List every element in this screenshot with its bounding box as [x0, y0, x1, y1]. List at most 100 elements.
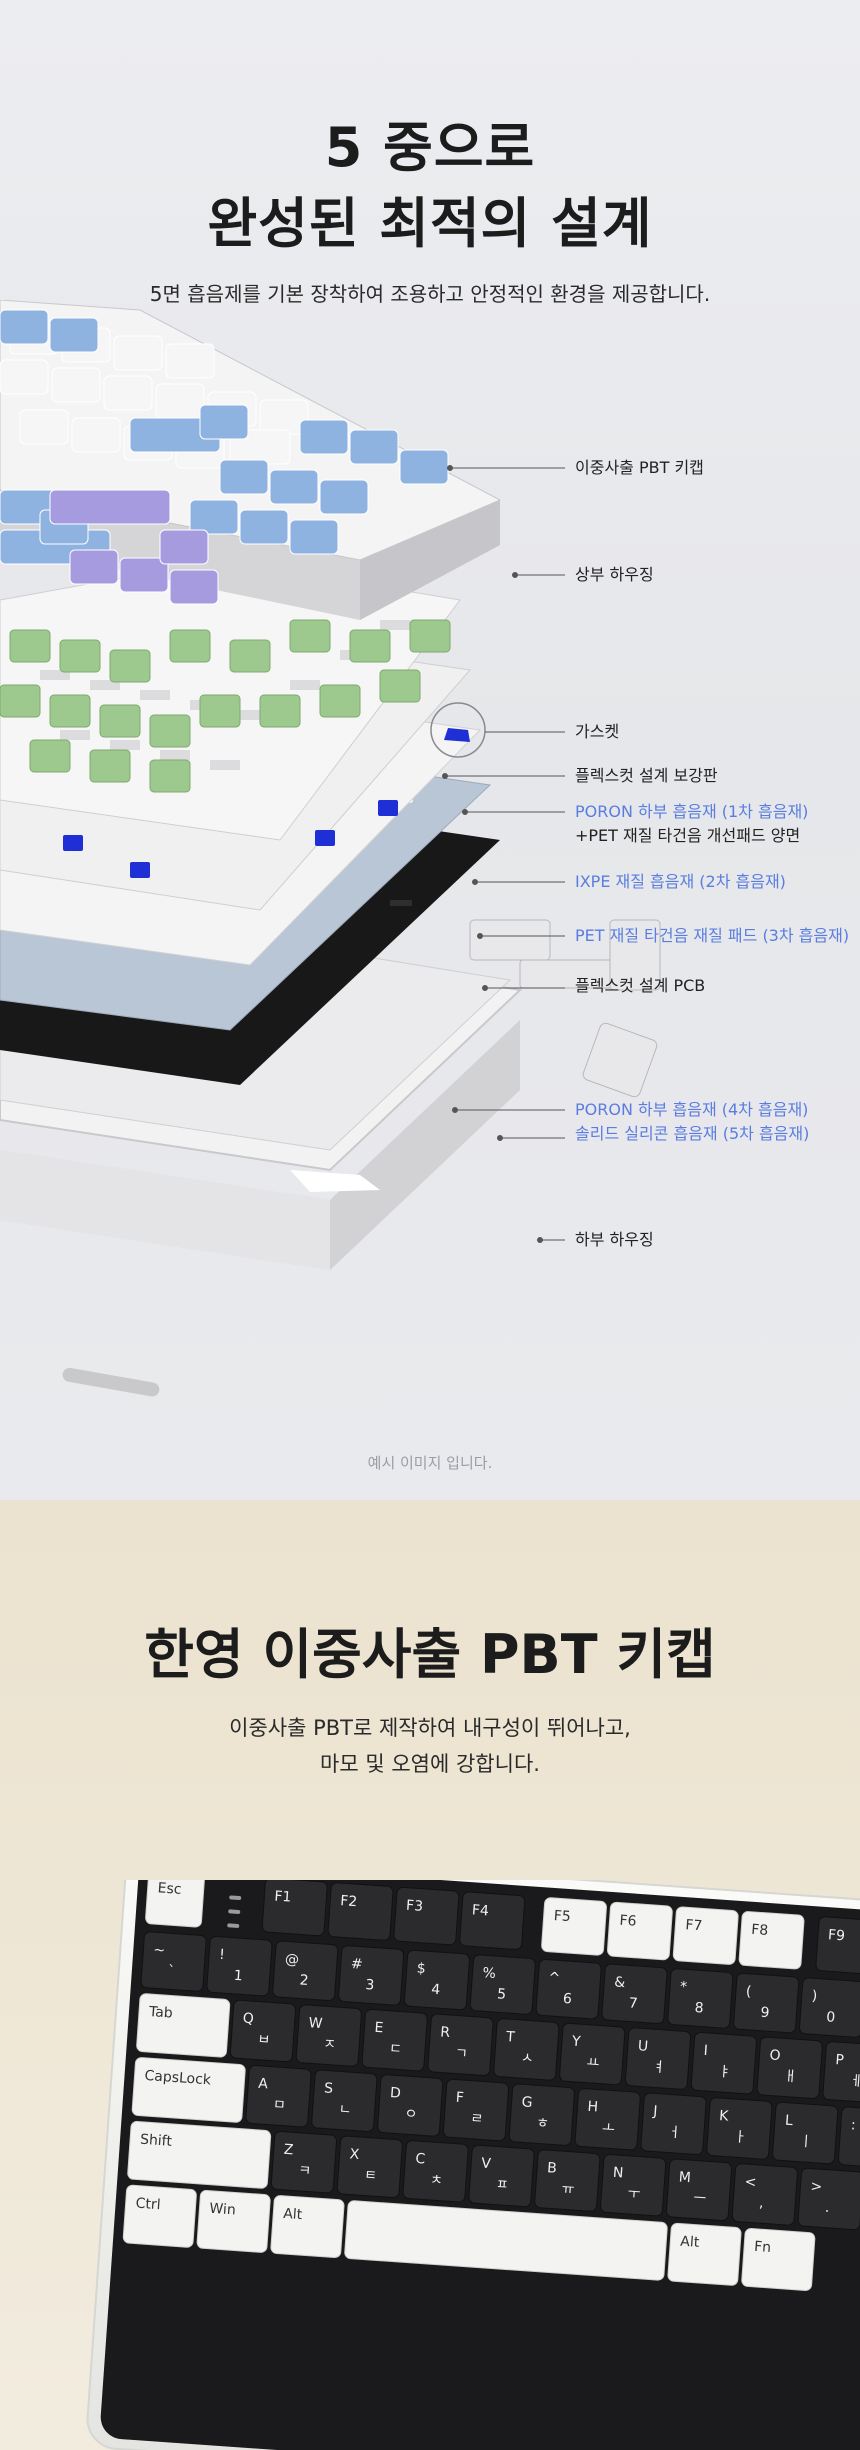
key-z-row-0: Zㅋ — [270, 2130, 337, 2194]
key-z-row-1-label: X — [349, 2146, 360, 2163]
key-f7-label: F7 — [685, 1917, 703, 1934]
section1-title-line2: 완성된 최적의 설계 — [207, 192, 653, 255]
key-num-10: )0 — [799, 1977, 860, 2038]
key-q-row-5-label: ㅛ — [586, 2055, 600, 2072]
key-a-row-3: Fㄹ — [442, 2078, 510, 2142]
key-a-row-6-label: ㅓ — [667, 2124, 681, 2141]
section2-subtitle-line1: 이중사출 PBT로 제작하여 내구성이 뛰어나고, — [229, 1716, 631, 1740]
key-a-row-0-label: A — [258, 2076, 269, 2093]
key-q-row-3-label: ㄱ — [454, 2045, 468, 2062]
key-f4: F4 — [459, 1891, 526, 1950]
key-num-4: $4 — [403, 1949, 470, 2011]
key-q-row-2-label: ㄷ — [388, 2041, 402, 2058]
key-num-10-label: ) — [811, 1988, 818, 2004]
key-q-row-7-label: ㅑ — [718, 2064, 732, 2081]
key-a-row-6-label: J — [652, 2103, 658, 2119]
label-silicone-foam-5: 솔리드 실리콘 흡음재 (5차 흡음재) — [575, 1124, 810, 1143]
key-num-2-label: @ — [284, 1951, 299, 1968]
keycaps-layer — [0, 309, 449, 605]
leader-lines — [442, 465, 565, 1243]
label-pet-pad-both-sides: +PET 재질 타건음 개선패드 양면 — [575, 826, 801, 845]
pcb-side-parts — [469, 919, 661, 1098]
key-q-row-4-label: T — [505, 2029, 516, 2046]
key-z-row-3-label: V — [481, 2156, 492, 2173]
key-z-row-5-label: N — [612, 2165, 624, 2182]
key-num-1: !1 — [206, 1935, 273, 1997]
key-z-row-2-label: C — [415, 2151, 426, 2168]
key-q-row-9: Pㅔ — [822, 2041, 860, 2104]
key-num-2: @2 — [272, 1940, 339, 2001]
key-a-row-1: Sㄴ — [311, 2069, 378, 2133]
key-q-row-6: Uㅕ — [624, 2027, 692, 2090]
key-num-8-label: 8 — [694, 2000, 704, 2017]
key-f9: F9 — [815, 1916, 860, 1975]
key-num-8-label: * — [680, 1979, 688, 1995]
key-tab-label: Tab — [147, 2004, 173, 2022]
key-alt-right-label: Alt — [680, 2234, 701, 2251]
key-z-row-7-label: , — [759, 2195, 765, 2211]
label-poron-foam-1: PORON 하부 흡음재 (1차 흡음재) — [575, 802, 809, 821]
key-f6: F6 — [606, 1901, 673, 1961]
section1-subtitle: 5면 흡음제를 기본 장착하여 조용하고 안정적인 환경을 제공합니다. — [149, 282, 711, 306]
key-q-row-6-label: ㅕ — [652, 2059, 666, 2076]
key-q-row-0: Qㅂ — [229, 1999, 297, 2063]
label-plate: 플렉스컷 설계 보강판 — [575, 766, 718, 785]
key-z-row-7-label: < — [744, 2174, 757, 2191]
key-a-row-9: :; — [837, 2106, 860, 2169]
key-z-row-0-label: ㅋ — [298, 2163, 312, 2180]
key-win-label: Win — [209, 2201, 236, 2219]
key-num-7-label: & — [614, 1974, 626, 1991]
key-z-row-0-label: Z — [283, 2142, 294, 2159]
key-num-5-label: 5 — [497, 1986, 507, 2003]
key-a-row-4-label: ㅎ — [536, 2115, 550, 2132]
key-num-0-label: ~ — [153, 1942, 166, 1959]
key-q-row-7-label: I — [703, 2043, 708, 2059]
key-num-3-label: 3 — [365, 1977, 375, 1994]
key-z-row-5: Nㅜ — [600, 2153, 667, 2217]
key-a-row-5-label: H — [587, 2099, 599, 2116]
key-a-row-7-label: K — [719, 2108, 730, 2125]
key-f8-label: F8 — [751, 1922, 769, 1939]
key-f1-label: F1 — [274, 1888, 292, 1905]
gasket-blocks — [63, 800, 398, 878]
key-esc-label: Esc — [157, 1880, 182, 1898]
key-f6-label: F6 — [619, 1913, 637, 1930]
section2-subtitle-line2: 마모 및 오염에 강합니다. — [320, 1752, 540, 1776]
key-a-row-2-label: D — [389, 2085, 401, 2102]
key-q-row-1: Wㅈ — [295, 2004, 362, 2067]
key-a-row-3-label: F — [455, 2090, 464, 2107]
key-a-row-8-label: ㅣ — [799, 2134, 813, 2151]
key-z-row-8-label: > — [810, 2179, 823, 2196]
key-z-row-8-label: . — [824, 2200, 830, 2216]
key-num-5: %5 — [469, 1954, 536, 2015]
key-z-row-4-label: B — [547, 2160, 558, 2177]
key-a-row-8: Lㅣ — [772, 2101, 839, 2165]
key-a-row-1-label: ㄴ — [338, 2101, 352, 2118]
key-q-row-9-label: ㅔ — [849, 2073, 860, 2090]
key-z-row-2: Cㅊ — [402, 2140, 469, 2203]
key-a-row-5-label: ㅗ — [601, 2120, 615, 2137]
key-f3: F3 — [393, 1886, 460, 1946]
key-f1: F1 — [261, 1880, 328, 1937]
key-q-row-5: Yㅛ — [559, 2022, 626, 2086]
key-a-row-2: Dㅇ — [377, 2074, 444, 2137]
key-capslock: CapsLock — [131, 2057, 246, 2123]
key-alt-right: Alt — [667, 2222, 742, 2286]
key-q-row-1-label: W — [308, 2015, 323, 2032]
key-z-row-4-label: ㅠ — [561, 2181, 575, 2198]
key-esc: Esc — [145, 1880, 205, 1928]
key-f9-label: F9 — [827, 1927, 845, 1944]
key-ctrl: Ctrl — [122, 2184, 197, 2248]
key-num-9-label: ( — [745, 1984, 752, 2000]
label-bottom-housing: 하부 하우징 — [575, 1230, 654, 1249]
key-f4-label: F4 — [471, 1902, 489, 1919]
key-num-4-label: 4 — [431, 1982, 441, 1999]
key-f2-label: F2 — [340, 1893, 358, 1910]
key-num-7: &7 — [601, 1963, 668, 2025]
key-num-1-label: 1 — [233, 1968, 243, 1985]
key-a-row-4-label: G — [521, 2094, 533, 2111]
key-capslock-label: CapsLock — [144, 2068, 212, 2089]
key-a-row-9-label: : — [850, 2117, 856, 2133]
exploded-keyboard-diagram — [0, 300, 661, 1397]
